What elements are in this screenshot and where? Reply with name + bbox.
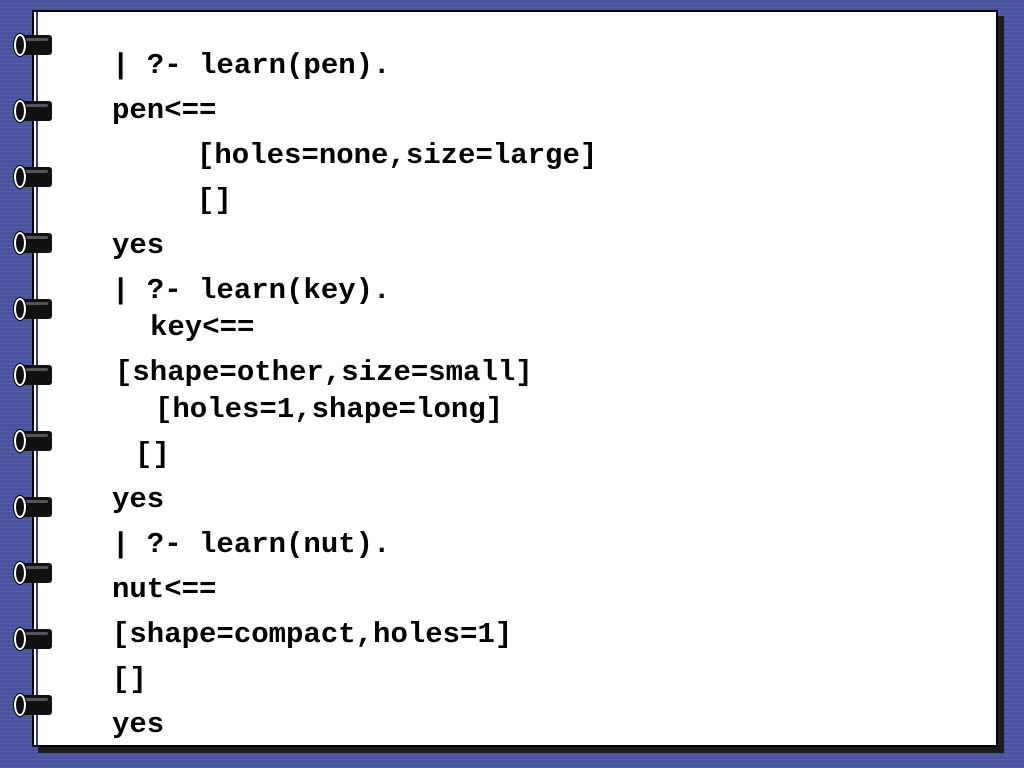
- binder-ring-icon: [14, 33, 54, 57]
- rule-head-key: key<==: [150, 311, 255, 344]
- notebook-page: [32, 10, 998, 747]
- binder-ring-icon: [14, 429, 54, 453]
- rule-body-key-2: [holes=1,shape=long]: [155, 393, 504, 426]
- binder-ring-icon: [14, 165, 54, 189]
- query-learn-pen: | ?- learn(pen).: [112, 49, 391, 82]
- query-learn-key: | ?- learn(key).: [112, 274, 391, 307]
- binder-ring-icon: [14, 297, 54, 321]
- answer-yes-key: yes: [112, 483, 165, 516]
- rule-head-nut: nut<==: [112, 573, 217, 606]
- answer-yes-pen: yes: [112, 229, 165, 262]
- rule-body-pen: [holes=none,size=large]: [197, 139, 598, 172]
- rule-empty-nut: []: [112, 663, 147, 696]
- query-learn-nut: | ?- learn(nut).: [112, 528, 391, 561]
- binder-ring-icon: [14, 627, 54, 651]
- binder-ring-icon: [14, 693, 54, 717]
- answer-yes-nut: yes: [112, 708, 165, 741]
- binder-ring-icon: [14, 99, 54, 123]
- rule-empty-key: []: [135, 438, 170, 471]
- binder-ring-icon: [14, 231, 54, 255]
- rule-body-nut: [shape=compact,holes=1]: [112, 618, 513, 651]
- rule-head-pen: pen<==: [112, 94, 217, 127]
- binder-ring-icon: [14, 495, 54, 519]
- rule-body-key-1: [shape=other,size=small]: [115, 356, 533, 389]
- binder-ring-icon: [14, 561, 54, 585]
- binder-ring-icon: [14, 363, 54, 387]
- rule-empty-pen: []: [197, 184, 232, 217]
